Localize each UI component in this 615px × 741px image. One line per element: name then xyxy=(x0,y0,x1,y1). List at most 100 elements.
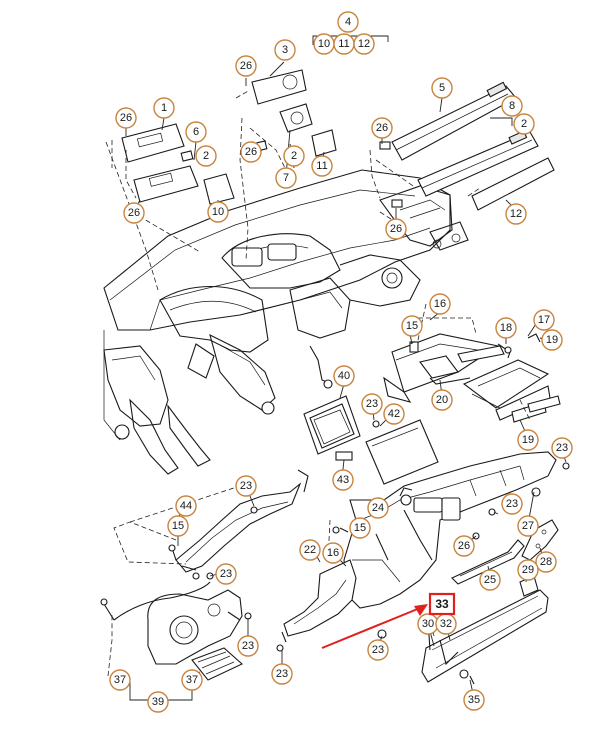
callout-number: 2 xyxy=(291,150,297,162)
callout-8[interactable]: 8 xyxy=(501,95,523,117)
callout-29[interactable]: 29 xyxy=(517,559,539,581)
callout-ring xyxy=(109,669,131,691)
callout-2[interactable]: 2 xyxy=(513,113,535,135)
callout-ring xyxy=(517,559,539,581)
callout-26[interactable]: 26 xyxy=(123,202,145,224)
callout-19[interactable]: 19 xyxy=(541,329,563,351)
callout-number: 23 xyxy=(242,640,254,652)
callout-number: 39 xyxy=(152,696,164,708)
callout-ring xyxy=(429,293,451,315)
callout-ring xyxy=(517,515,539,537)
callout-10[interactable]: 10 xyxy=(207,201,229,223)
callout-number: 11 xyxy=(316,160,327,172)
callout-32[interactable]: 32 xyxy=(435,613,457,635)
callout-number: 25 xyxy=(484,574,496,586)
callout-number: 29 xyxy=(522,564,534,576)
callout-1[interactable]: 1 xyxy=(153,97,175,119)
callout-23[interactable]: 23 xyxy=(271,663,293,685)
callout-ring xyxy=(367,497,389,519)
callout-number: 10 xyxy=(212,206,224,218)
callout-number: 23 xyxy=(240,480,252,492)
callout-ring xyxy=(207,201,229,223)
highlighted-callout-33[interactable]: 33 xyxy=(428,592,456,616)
callout-number: 10 xyxy=(318,38,330,50)
callout-35[interactable]: 35 xyxy=(463,689,485,711)
callout-11[interactable]: 11 xyxy=(333,33,355,55)
callout-number: 1 xyxy=(161,102,167,114)
callout-16[interactable]: 16 xyxy=(429,293,451,315)
callout-number: 24 xyxy=(372,502,384,514)
callout-43[interactable]: 43 xyxy=(332,469,354,491)
callout-30[interactable]: 30 xyxy=(417,613,439,635)
callout-ring xyxy=(533,309,555,331)
callout-24[interactable]: 24 xyxy=(367,497,389,519)
callout-42[interactable]: 42 xyxy=(383,403,405,425)
callout-2[interactable]: 2 xyxy=(283,145,305,167)
dashboard-body xyxy=(103,169,469,475)
callout-28[interactable]: 28 xyxy=(535,551,557,573)
callout-3[interactable]: 3 xyxy=(274,39,296,61)
callout-18[interactable]: 18 xyxy=(495,317,517,339)
callout-26[interactable]: 26 xyxy=(385,218,407,240)
callout-ring xyxy=(123,202,145,224)
callout-44[interactable]: 44 xyxy=(175,495,197,517)
callout-ring xyxy=(479,569,501,591)
callout-26[interactable]: 26 xyxy=(235,55,257,77)
callout-ring xyxy=(274,39,296,61)
callout-number: 26 xyxy=(240,60,252,72)
callout-23[interactable]: 23 xyxy=(367,639,389,661)
callout-15[interactable]: 15 xyxy=(349,517,371,539)
callout-16[interactable]: 16 xyxy=(322,542,344,564)
callout-number: 23 xyxy=(506,498,518,510)
callout-number: 37 xyxy=(186,674,198,686)
callout-20[interactable]: 20 xyxy=(431,389,453,411)
callout-number: 37 xyxy=(114,674,126,686)
callout-26[interactable]: 26 xyxy=(371,117,393,139)
callout-15[interactable]: 15 xyxy=(401,315,423,337)
callout-7[interactable]: 7 xyxy=(275,167,297,189)
callout-23[interactable]: 23 xyxy=(501,493,523,515)
callout-23[interactable]: 23 xyxy=(237,635,259,657)
callout-27[interactable]: 27 xyxy=(517,515,539,537)
callout-22[interactable]: 22 xyxy=(299,539,321,561)
callout-ring xyxy=(385,218,407,240)
callout-25[interactable]: 25 xyxy=(479,569,501,591)
callout-15[interactable]: 15 xyxy=(167,515,189,537)
callout-6[interactable]: 6 xyxy=(185,121,207,143)
callout-2[interactable]: 2 xyxy=(195,145,217,167)
callout-23[interactable]: 23 xyxy=(215,563,237,585)
callout-ring xyxy=(333,365,355,387)
callout-10[interactable]: 10 xyxy=(313,33,335,55)
callout-19[interactable]: 19 xyxy=(517,429,539,451)
callout-39[interactable]: 39 xyxy=(147,691,169,713)
callout-ring xyxy=(501,493,523,515)
callout-number: 26 xyxy=(376,122,388,134)
callout-4[interactable]: 4 xyxy=(337,11,359,33)
callout-ring xyxy=(175,495,197,517)
callout-23[interactable]: 23 xyxy=(235,475,257,497)
callout-number: 44 xyxy=(180,500,192,512)
callout-12[interactable]: 12 xyxy=(353,33,375,55)
callout-number: 42 xyxy=(388,408,400,420)
callout-40[interactable]: 40 xyxy=(333,365,355,387)
callout-number: 40 xyxy=(338,370,350,382)
callout-number: 15 xyxy=(406,320,418,332)
callout-26[interactable]: 26 xyxy=(115,107,137,129)
callout-23[interactable]: 23 xyxy=(361,393,383,415)
callout-ring xyxy=(353,33,375,55)
callout-37[interactable]: 37 xyxy=(181,669,203,691)
callout-17[interactable]: 17 xyxy=(533,309,555,331)
callout-26[interactable]: 26 xyxy=(453,535,475,557)
bracket-assembly-16 xyxy=(383,333,505,403)
callout-26[interactable]: 26 xyxy=(240,141,262,163)
callout-11[interactable]: 11 xyxy=(311,155,333,177)
callout-37[interactable]: 37 xyxy=(109,669,131,691)
callout-12[interactable]: 12 xyxy=(505,203,527,225)
callout-5[interactable]: 5 xyxy=(431,77,453,99)
callout-number: 16 xyxy=(327,547,339,559)
callout-number: 19 xyxy=(546,334,558,346)
callout-23[interactable]: 23 xyxy=(551,437,573,459)
display-screen-40 xyxy=(303,395,361,461)
